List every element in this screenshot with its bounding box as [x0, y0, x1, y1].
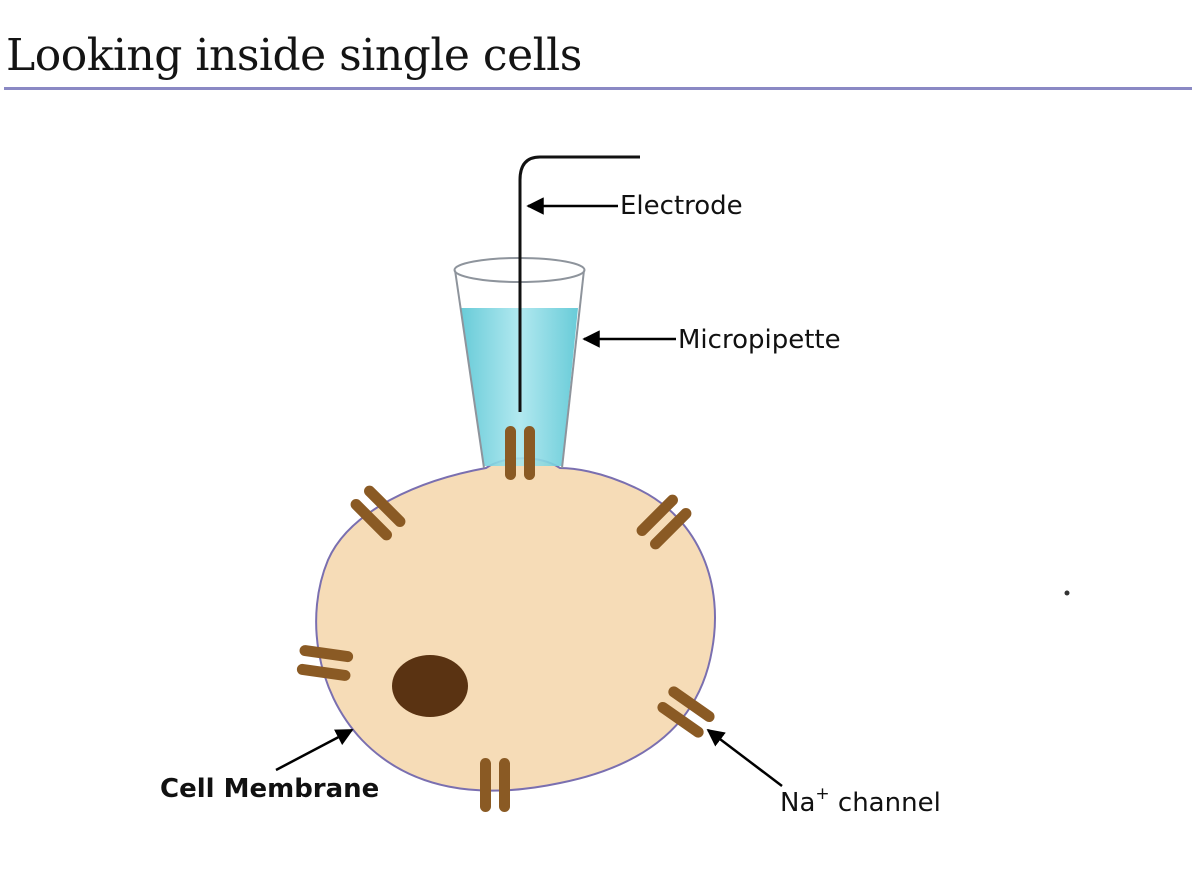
na-channel-left: [296, 645, 354, 681]
na-channel-bottom: [480, 758, 510, 812]
electrode-wire: [518, 155, 640, 412]
nucleus: [392, 655, 468, 717]
cell-body: [315, 457, 716, 792]
cell-membrane-label: Cell Membrane: [160, 774, 379, 804]
na-channel-label-superscript: +: [815, 784, 829, 804]
micropipette-label: Micropipette: [678, 325, 841, 355]
na-channel-arrow: [706, 728, 783, 787]
na-channel-label: Na+ channel: [780, 784, 941, 818]
na-channel-label-base: Na: [780, 788, 815, 818]
electrode-label: Electrode: [620, 191, 743, 221]
stray-dot: [1064, 590, 1070, 596]
slide-title: Looking inside single cells: [6, 30, 582, 81]
na-channel-upper-right: [636, 494, 692, 550]
na-channel-label-rest: channel: [830, 788, 941, 818]
na-channel-upper-left: [350, 485, 406, 541]
na-channel-lower-right: [657, 686, 715, 738]
na-channel-top: [505, 426, 535, 480]
cell-membrane-arrow: [275, 728, 354, 772]
title-underline: [4, 87, 1192, 90]
